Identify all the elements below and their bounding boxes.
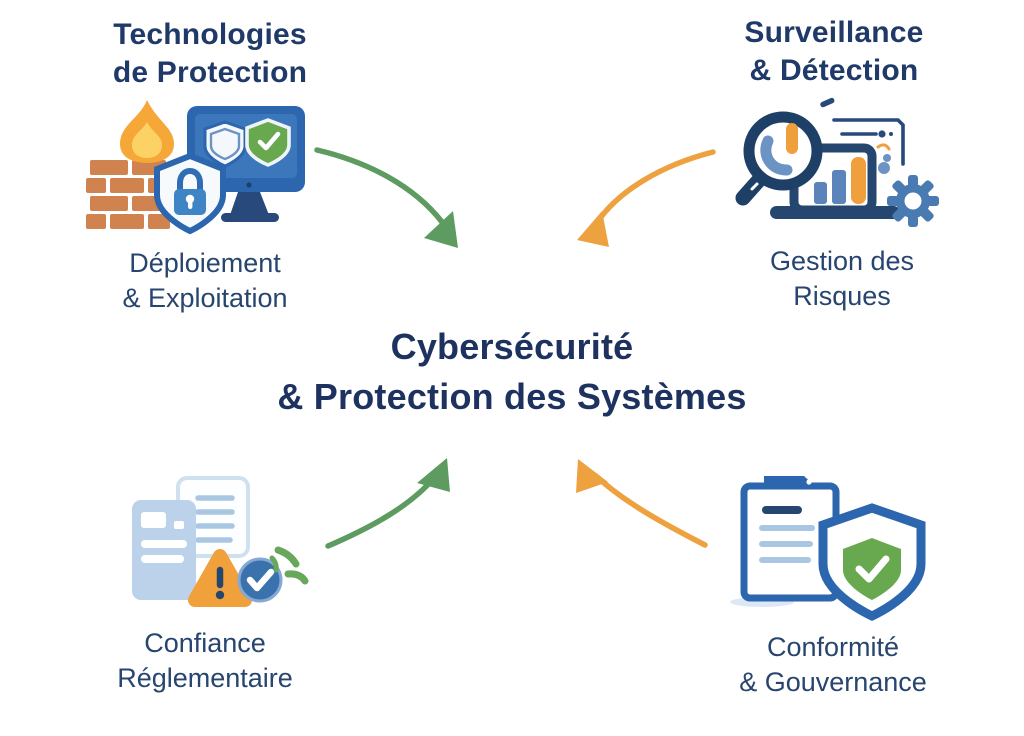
caption-conformite-gouvernance: Conformité & Gouvernance xyxy=(672,630,994,700)
firewall-bricks xyxy=(86,160,170,229)
arrow-top-left-to-center xyxy=(314,147,458,248)
caption-deploiement-exploitation: Déploiement & Exploitation xyxy=(55,246,355,316)
heading-surveillance-detection: Surveillance & Détection xyxy=(688,14,980,91)
arrow-bottom-left-to-center xyxy=(325,458,450,549)
shield-green-check xyxy=(818,503,926,621)
arrow-curve xyxy=(593,473,708,548)
front-card xyxy=(132,500,196,600)
arrow-bottom-right-to-center xyxy=(576,459,708,548)
caption-line: Conformité xyxy=(766,632,900,662)
magnifier-analytics-laptop-gear-icon xyxy=(735,97,939,227)
arrow-head xyxy=(417,458,450,492)
caption-line: Gestion des xyxy=(769,246,915,276)
arrow-curve xyxy=(314,147,445,225)
caption-line: Risques xyxy=(793,281,891,312)
check-circle xyxy=(237,557,283,603)
caption-gestion-des-risques: Gestion des Risques xyxy=(712,244,972,314)
lock-shield xyxy=(154,152,226,235)
arrow-curve xyxy=(595,149,716,224)
heading-technologies-protection: Technologies de Protection xyxy=(55,16,365,93)
caption-confiance-reglementaire: Confiance Réglementaire xyxy=(50,626,360,696)
heading-line: Surveillance xyxy=(744,16,924,49)
document-shield-check-icon xyxy=(730,476,926,621)
leaves xyxy=(269,546,309,585)
magnifier xyxy=(735,111,823,206)
arrow-curve xyxy=(325,475,437,549)
document xyxy=(740,476,840,602)
center-title-line: & Protection des Systèmes xyxy=(277,375,747,417)
documents-warning-check-leaves-icon xyxy=(132,476,309,607)
arrow-head xyxy=(424,211,458,248)
center-title: Cybersécurité & Protection des Systèmes xyxy=(150,322,874,421)
screen-shield-blue xyxy=(203,120,247,168)
warning-triangle xyxy=(188,549,252,607)
heading-line: & Détection xyxy=(749,54,919,88)
heading-line: Technologies xyxy=(113,18,307,51)
caption-line: Confiance xyxy=(144,628,266,658)
arrow-head xyxy=(576,459,608,493)
center-title-line: Cybersécurité xyxy=(390,326,634,367)
decorative-marks xyxy=(820,97,905,174)
gear xyxy=(887,175,939,227)
caption-line: Réglementaire xyxy=(117,663,293,694)
firewall-flame-monitor-shields-lock-icon xyxy=(86,100,305,235)
screen-shield-green-check xyxy=(245,118,291,167)
caption-line: & Gouvernance xyxy=(739,667,927,698)
caption-line: & Exploitation xyxy=(122,283,288,314)
arrow-head xyxy=(577,211,609,247)
heading-line: de Protection xyxy=(112,56,308,90)
caption-line: Déploiement xyxy=(129,248,281,278)
flame xyxy=(120,100,174,163)
arrow-top-right-to-center xyxy=(577,149,716,247)
